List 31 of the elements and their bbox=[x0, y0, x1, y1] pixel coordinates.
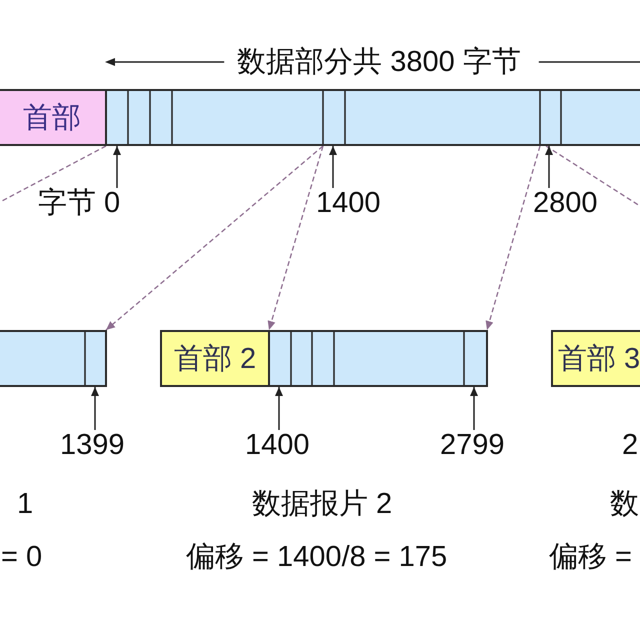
header-box: 首部 2 bbox=[160, 330, 270, 387]
leader-arrow bbox=[113, 146, 121, 188]
byte-label: 2 bbox=[622, 430, 638, 460]
byte-label: 2799 bbox=[440, 430, 505, 460]
offset-label: 偏移 = 1400/8 = 175 bbox=[186, 542, 448, 572]
dimension-label: 数据部分共 3800 字节 bbox=[237, 47, 521, 77]
data-bar bbox=[268, 330, 488, 387]
header-box: 首部 bbox=[0, 89, 107, 146]
byte-label: 1400 bbox=[245, 430, 310, 460]
offset-label: = 0 bbox=[1, 542, 42, 572]
data-bar bbox=[105, 89, 640, 146]
leader-arrow bbox=[470, 387, 478, 430]
dashed-arrow bbox=[485, 146, 541, 330]
dashed-line bbox=[546, 145, 640, 207]
byte-label: 字节 0 bbox=[38, 188, 120, 218]
leader-arrow bbox=[91, 387, 99, 430]
dashed-arrow bbox=[106, 146, 324, 330]
offset-label: 偏移 = bbox=[549, 542, 632, 572]
leader-arrow bbox=[545, 146, 553, 188]
fragment-label: 数 bbox=[610, 489, 639, 519]
fragment-label: 1 bbox=[17, 489, 34, 519]
data-bar bbox=[0, 330, 107, 387]
dashed-line bbox=[0, 145, 106, 203]
byte-label: 1399 bbox=[60, 430, 125, 460]
byte-label: 1400 bbox=[316, 188, 381, 218]
dashed-arrow bbox=[267, 146, 324, 330]
leader-arrow bbox=[329, 146, 337, 188]
leader-arrow bbox=[275, 387, 283, 430]
header-box: 首部 3 bbox=[551, 330, 640, 387]
byte-label: 2800 bbox=[533, 188, 598, 218]
fragment-label: 数据报片 2 bbox=[252, 489, 392, 519]
